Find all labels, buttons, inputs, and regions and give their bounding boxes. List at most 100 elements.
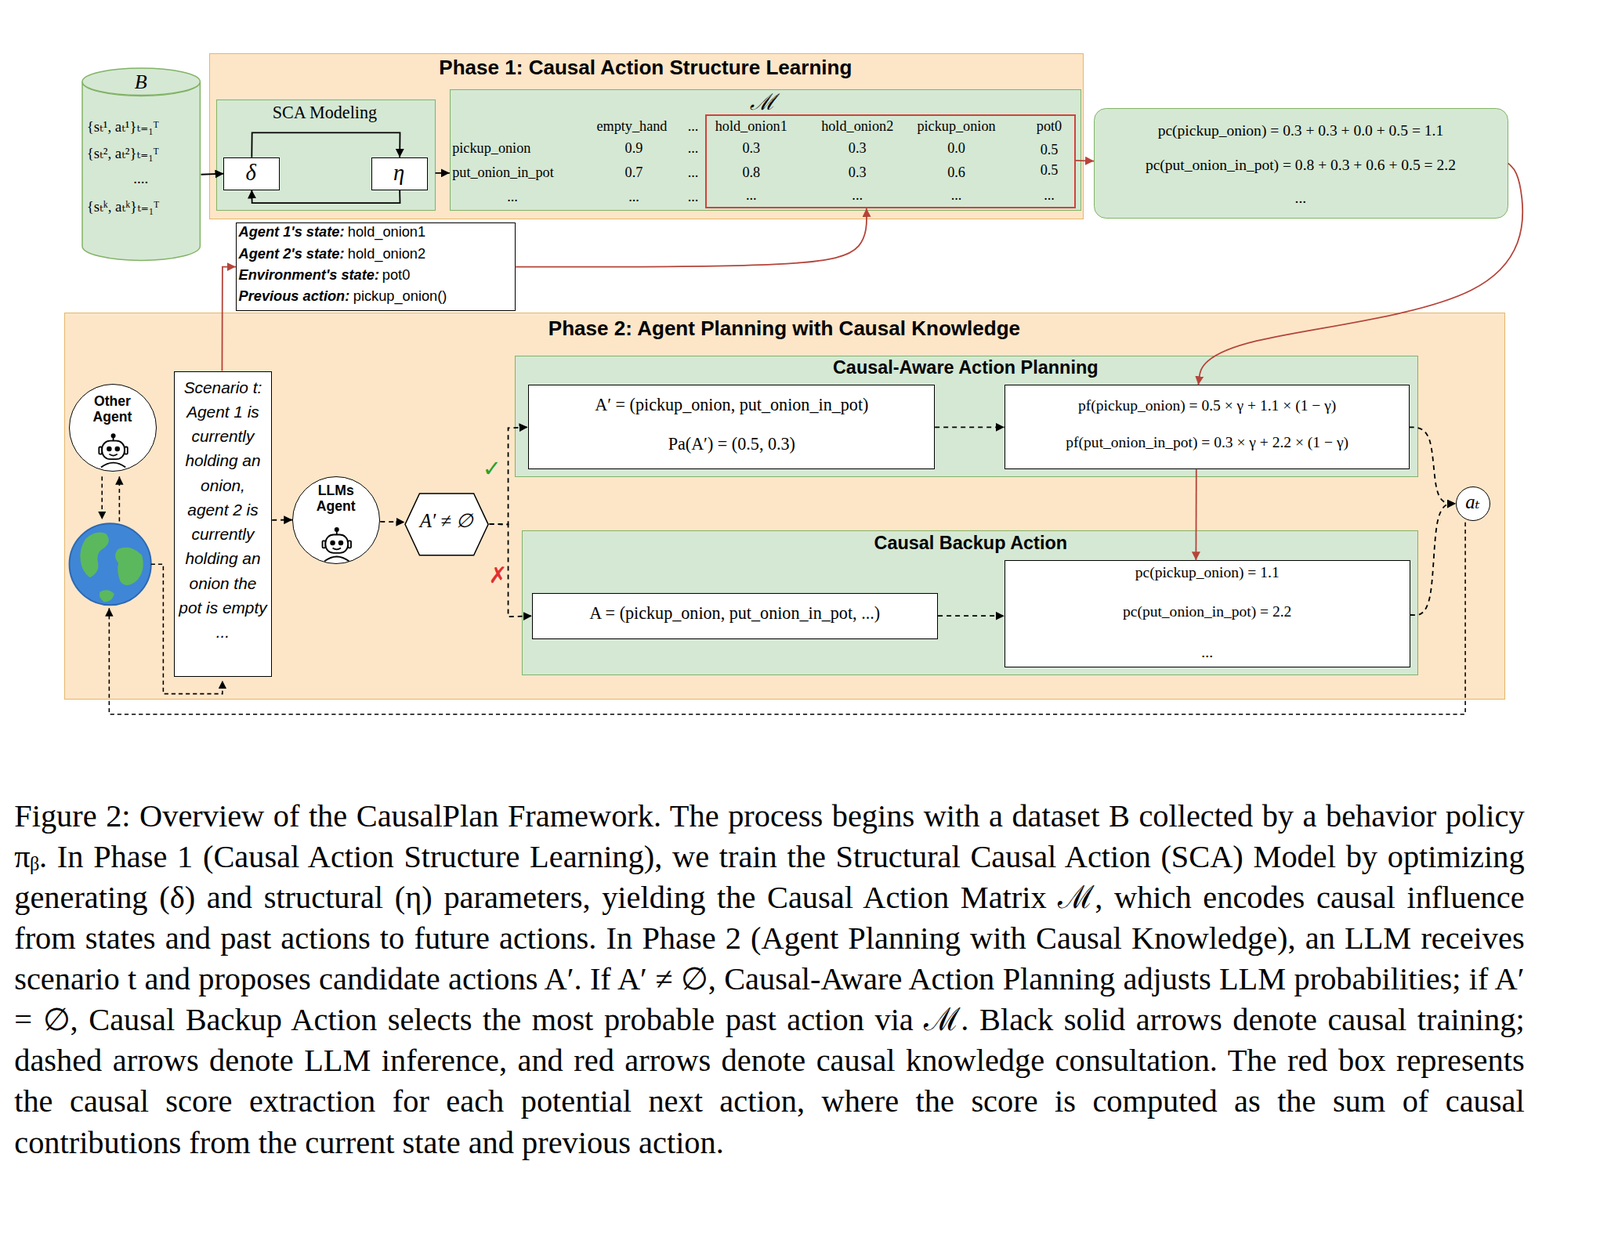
node-text: hold_onion1 [347, 224, 426, 241]
cylinder-body [82, 81, 200, 261]
robot-icon [322, 528, 352, 562]
node-text: Phase 1: Causal Action Structure Learnin… [438, 56, 852, 80]
formula-box: pf(pickup_onion) = 0.5 × γ + 1.1 × (1 − … [1004, 384, 1410, 470]
node-text: ... [687, 118, 699, 135]
cylinder-outline [81, 67, 201, 261]
node-text: ... [687, 188, 699, 206]
node-text: pickup_onion() [353, 288, 448, 305]
agent-circle: LLMs Agent [292, 476, 381, 565]
node-text: hold_onion2 [821, 118, 894, 135]
agent-circle: Other Agent [68, 383, 157, 472]
node-text: Previous action: [238, 288, 351, 305]
node-text: pf(put_onion_in_pot) = 0.3 × γ + 2.2 × (… [1065, 434, 1349, 452]
module-box: δ η SCA Modeling [216, 99, 436, 211]
node-text: η [393, 159, 405, 186]
cylinder-top [82, 68, 200, 95]
node-text: 0.5 [1040, 162, 1059, 179]
dashed-flow-line [101, 476, 1466, 714]
connector-arrow [221, 267, 236, 372]
connector-arrow [201, 173, 225, 175]
node-text: Causal-Aware Action Planning [832, 357, 1099, 379]
robot-icon [98, 434, 127, 467]
status-mark: ✓ [482, 456, 502, 482]
node-text: aₜ [1465, 491, 1480, 514]
node-text: 0.7 [625, 164, 644, 181]
connector-arrow [251, 132, 400, 158]
node-text: Scenario t: Agent 1 is currently holding… [177, 375, 268, 645]
node-text: 0.3 [848, 164, 867, 181]
node-text: pot0 [382, 267, 410, 284]
node-text: pickup_onion [452, 140, 531, 157]
parameter-box: δ [223, 157, 280, 191]
node-text: pc(put_onion_in_pot) = 2.2 [1122, 603, 1292, 621]
node-text: hold_onion1 [715, 118, 788, 135]
node-text: ... [851, 187, 863, 204]
node-text: Phase 2: Agent Planning with Causal Know… [548, 317, 1021, 341]
node-text: Agent 1's state: [238, 224, 345, 241]
node-text: {sₜᵏ, aₜᵏ}ₜ₌₁ᵀ [86, 198, 160, 216]
phase-panel: Other Agent Scenario t: Agent 1 is curren… [64, 312, 1506, 701]
node-text: A = (pickup_onion, put_onion_in_pot, ...… [589, 603, 880, 623]
node-text: pc(pickup_onion) = 0.3 + 0.3 + 0.0 + 0.5… [1158, 122, 1445, 140]
node-text: A′ ≠ ∅ [419, 510, 474, 533]
node-text: pot0 [1036, 118, 1062, 135]
connector-arrow [515, 208, 867, 268]
node-text: Environment's state: [238, 267, 380, 284]
node-text: 0.3 [742, 140, 761, 157]
connector-arrow [1075, 159, 1094, 162]
connector-arrow [271, 519, 293, 522]
figure-caption: Figure 2: Overview of the CausalPlan Fra… [14, 796, 1524, 1164]
node-text: ... [951, 187, 963, 204]
state-box: Agent 1's state:hold_onion1Agent 2's sta… [235, 222, 516, 312]
node-text: B [134, 70, 148, 95]
node-text: Causal Backup Action [873, 532, 1068, 554]
score-box: pc(pickup_onion) = 0.3 + 0.3 + 0.0 + 0.5… [1093, 108, 1509, 219]
node-text: Other Agent [79, 393, 145, 425]
connector-arrow [934, 426, 1005, 428]
node-text: A′ = (pickup_onion, put_onion_in_pot) [594, 394, 869, 415]
node-text: pickup_onion [916, 118, 996, 135]
status-mark: ✗ [488, 562, 508, 589]
node-text: ... [628, 188, 640, 206]
globe-icon [69, 523, 152, 605]
formula-box: pc(pickup_onion) = 1.1pc(put_onion_in_po… [1004, 560, 1411, 668]
node-text: ... [1043, 187, 1055, 204]
node-text: LLMs Agent [303, 482, 369, 515]
matrix-panel: hold_onion1 hold_onion2 pickup_onion pot0 0.… [449, 89, 1082, 211]
node-text: 0.9 [625, 140, 644, 157]
connector-arrow [1198, 162, 1523, 385]
node-text: {sₜ², aₜ²}ₜ₌₁ᵀ [86, 144, 160, 163]
node-text: Agent 2's state: [238, 246, 345, 263]
decision-hexagon: A′ ≠ ∅ [404, 492, 489, 557]
node-text: SCA Modeling [272, 102, 377, 123]
node-text: {sₜ¹, aₜ¹}ₜ₌₁ᵀ [86, 118, 160, 136]
connector-arrow [251, 190, 400, 204]
connector-arrow [380, 521, 405, 523]
node-text: put_onion_in_pot [452, 164, 554, 181]
formula-box: A = (pickup_onion, put_onion_in_pot, ...… [532, 593, 938, 640]
node-text: Pa(A′) = (0.5, 0.3) [668, 434, 796, 454]
connector-arrow [937, 615, 1005, 617]
connector-arrow [1194, 469, 1197, 561]
node-text: 0.8 [742, 164, 761, 181]
node-text: ... [1201, 644, 1213, 662]
node-text: δ [245, 159, 256, 186]
node-text: empty_hand [596, 118, 667, 135]
parameter-box: η [371, 157, 428, 191]
highlight-box: hold_onion1 hold_onion2 pickup_onion pot0 0.… [705, 114, 1076, 209]
node-text: .... [133, 170, 149, 188]
node-text: pc(put_onion_in_pot) = 0.8 + 0.3 + 0.6 +… [1145, 156, 1456, 174]
dataset-cylinder: B {sₜ¹, aₜ¹}ₜ₌₁ᵀ {sₜ², aₜ²}ₜ₌₁ᵀ.... {sₜᵏ, a… [81, 67, 201, 261]
node-text: ... [687, 164, 699, 181]
phase-panel: δηSCA Modelinghold_onion1hold_onion2pick… [209, 53, 1084, 220]
node-text: 0.3 [848, 140, 867, 157]
node-text: pf(pickup_onion) = 0.5 × γ + 1.1 × (1 − … [1078, 397, 1336, 415]
node-text: ... [1295, 189, 1307, 207]
node-text: ... [745, 187, 757, 204]
connector-arrow [1410, 503, 1456, 616]
node-text: ... [506, 188, 518, 206]
stage-band: A′ = (pickup_onion, put_onion_in_pot) Pa(… [514, 355, 1419, 478]
node-text: 0.5 [1040, 141, 1059, 159]
hexagon-shape [405, 493, 489, 556]
node-text: ... [687, 140, 699, 157]
